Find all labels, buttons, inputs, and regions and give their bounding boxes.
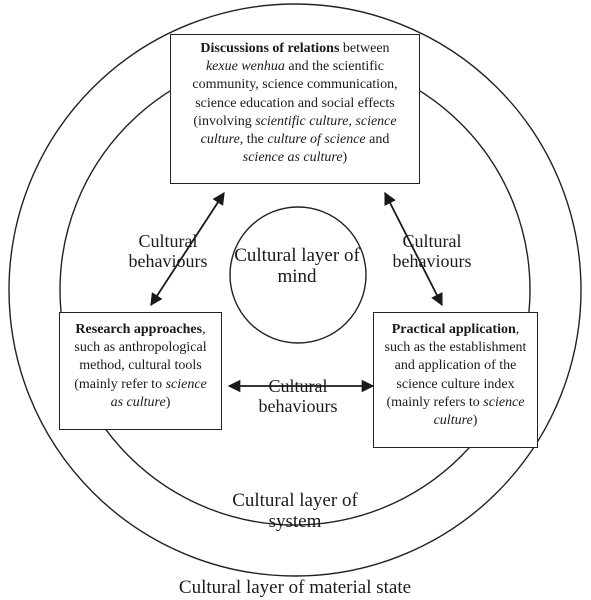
box-text-run: (mainly refers to — [386, 394, 484, 410]
behaviours-label-right: Cultural behaviours — [382, 231, 482, 271]
box-text-run: culture — [200, 131, 240, 147]
system-layer-label-line2: system — [268, 511, 322, 533]
box-text-run: science — [165, 376, 207, 392]
box-text-line: Research approaches, — [66, 321, 215, 339]
box-text-run: such as anthropological — [74, 340, 207, 356]
arrow-top-right — [384, 191, 443, 307]
box-text-run: science as culture — [242, 150, 343, 166]
box-text-run: culture of science — [267, 131, 366, 147]
box-text-run: (mainly refer to — [74, 376, 166, 392]
box-text-run: , — [515, 322, 520, 337]
box-text-run: ) — [472, 412, 478, 428]
box-text-line: (involving scientific culture, science — [177, 113, 413, 131]
box-text-run: and the scientific — [284, 59, 385, 75]
practical-application-box-text: Practical application,such as the establ… — [380, 321, 531, 430]
box-text-line: science as culture) — [177, 149, 413, 167]
box-text-line: (mainly refer to science — [66, 376, 215, 394]
material-state-layer-circle — [8, 3, 582, 577]
box-text-run: and — [365, 131, 390, 147]
box-text-line: method, cultural tools — [66, 357, 215, 375]
research-approaches-box: Research approaches,such as anthropologi… — [59, 312, 222, 430]
box-text-line: culture) — [380, 412, 531, 430]
behaviours-label-right-line1: Cultural — [402, 231, 462, 251]
research-approaches-box-text: Research approaches,such as anthropologi… — [66, 321, 215, 412]
practical-application-box: Practical application,such as the establ… — [373, 312, 538, 448]
mind-layer-label-line1: Cultural layer of — [234, 245, 360, 266]
box-text-line: such as the establishment — [380, 339, 531, 357]
box-text-run: method, cultural tools — [79, 358, 202, 374]
box-text-run: Discussions of relations — [200, 41, 340, 56]
mind-layer-circle — [229, 206, 367, 344]
behaviours-label-left-line1: Cultural — [138, 231, 198, 251]
mind-layer-label: Cultural layer of mind — [222, 245, 372, 288]
arrow-top-left — [150, 191, 225, 307]
box-text-run: Practical application — [391, 322, 516, 337]
box-text-run: between — [339, 41, 390, 56]
behaviours-label-right-line2: behaviours — [392, 251, 472, 272]
box-text-run: such as the establishment — [384, 340, 527, 356]
behaviours-label-bottom-line1: Cultural — [268, 376, 328, 396]
box-text-run: , the — [239, 131, 268, 147]
box-text-line: kexue wenhua and the scientific — [177, 58, 413, 76]
box-text-run: science education and social effects — [195, 95, 395, 111]
system-layer-label: Cultural layer of system — [206, 490, 384, 533]
behaviours-label-left: Cultural behaviours — [118, 231, 218, 271]
box-text-run: culture — [433, 412, 473, 428]
material-state-layer-label: Cultural layer of material state — [140, 577, 450, 598]
box-text-run: ) — [342, 150, 348, 166]
material-state-layer-label-line: Cultural layer of material state — [178, 577, 412, 598]
box-text-run: science culture index — [396, 376, 515, 392]
box-text-line: such as anthropological — [66, 339, 215, 357]
box-text-line: Practical application, — [380, 321, 531, 339]
box-text-line: community, science communication, — [177, 76, 413, 94]
box-text-run: , — [202, 322, 206, 337]
box-text-run: kexue wenhua — [205, 59, 285, 75]
box-text-run: (involving — [193, 113, 256, 129]
system-layer-label-line1: Cultural layer of — [232, 490, 358, 511]
box-text-line: (mainly refers to science — [380, 394, 531, 412]
box-text-run: scientific culture, science — [255, 113, 397, 129]
box-text-line: as culture) — [66, 394, 215, 412]
box-text-line: and application of the — [380, 357, 531, 375]
behaviours-label-bottom: Cultural behaviours — [248, 376, 348, 416]
box-text-run: ) — [165, 394, 171, 410]
behaviours-label-left-line2: behaviours — [128, 251, 208, 272]
mind-layer-label-line2: mind — [277, 266, 317, 288]
box-text-run: as culture — [110, 394, 166, 410]
box-text-line: science education and social effects — [177, 95, 413, 113]
behaviours-label-bottom-line2: behaviours — [258, 396, 338, 417]
box-text-line: science culture index — [380, 376, 531, 394]
box-text-run: science — [483, 394, 525, 410]
box-text-line: Discussions of relations between — [177, 40, 413, 58]
box-text-run: Research approaches — [75, 322, 203, 337]
box-text-line: culture, the culture of science and — [177, 131, 413, 149]
box-text-run: community, science communication, — [192, 77, 398, 93]
box-text-run: and application of the — [394, 358, 517, 374]
